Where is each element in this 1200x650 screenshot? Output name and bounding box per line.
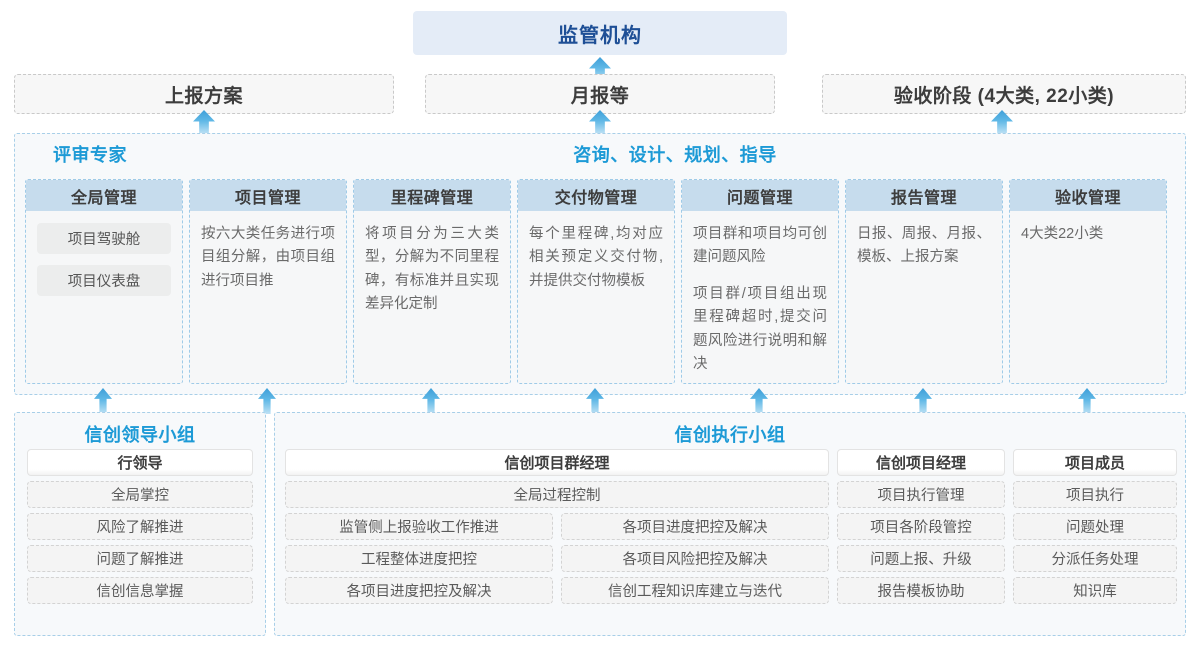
- task-item[interactable]: 各项目风险把控及解决: [561, 545, 829, 572]
- task-item[interactable]: 问题上报、升级: [837, 545, 1005, 572]
- module-body: 按六大类任务进行项目组分解，由项目组进行项目推: [190, 211, 346, 293]
- module-text: 将项目分为三大类型，分解为不同里程碑，有标准并且实现差异化定制: [365, 226, 499, 313]
- module-title: 验收管理: [1010, 180, 1166, 211]
- module-pill[interactable]: 项目仪表盘: [37, 265, 171, 296]
- task-item[interactable]: 项目各阶段管控: [837, 513, 1005, 540]
- module-text: 日报、周报、月报、模板、上报方案: [857, 226, 991, 266]
- module-title: 问题管理: [682, 180, 838, 211]
- module-body: 项目驾驶舱 项目仪表盘: [26, 211, 182, 296]
- report-box-acceptance: 验收阶段 (4大类, 22小类): [822, 74, 1186, 114]
- band-header-services: 咨询、设计、规划、指导: [573, 145, 777, 165]
- task-item-span[interactable]: 全局过程控制: [285, 481, 829, 508]
- report-box-plan: 上报方案: [14, 74, 394, 114]
- role-program-manager[interactable]: 信创项目群经理: [285, 449, 829, 476]
- execution-group-title: 信创执行小组: [674, 425, 786, 445]
- task-item[interactable]: 信创信息掌握: [27, 577, 253, 604]
- module-title: 项目管理: [190, 180, 346, 211]
- task-item[interactable]: 各项目进度把控及解决: [561, 513, 829, 540]
- task-item[interactable]: 项目执行: [1013, 481, 1177, 508]
- module-body: 日报、周报、月报、模板、上报方案: [846, 211, 1002, 270]
- module-body: 项目群和项目均可创建问题风险 项目群/项目组出现里程碑超时,提交问题风险进行说明…: [682, 211, 838, 377]
- module-text: 项目群和项目均可创建问题风险: [693, 226, 827, 266]
- task-item[interactable]: 问题了解推进: [27, 545, 253, 572]
- module-text: 4大类22小类: [1021, 226, 1104, 242]
- module-column-milestone[interactable]: 里程碑管理 将项目分为三大类型，分解为不同里程碑，有标准并且实现差异化定制: [353, 179, 511, 384]
- platform-band: 评审专家 咨询、设计、规划、指导 全局管理 项目驾驶舱 项目仪表盘 项目管理 按…: [14, 133, 1186, 395]
- execution-group-panel: 信创执行小组 信创项目群经理 全局过程控制 监管侧上报验收工作推进 工程整体进度…: [274, 412, 1186, 636]
- role-project-member[interactable]: 项目成员: [1013, 449, 1177, 476]
- task-item[interactable]: 信创工程知识库建立与迭代: [561, 577, 829, 604]
- role-project-manager[interactable]: 信创项目经理: [837, 449, 1005, 476]
- task-item[interactable]: 风险了解推进: [27, 513, 253, 540]
- module-title: 里程碑管理: [354, 180, 510, 211]
- role-leader[interactable]: 行领导: [27, 449, 253, 476]
- leading-group-panel: 信创领导小组 行领导 全局掌控 风险了解推进 问题了解推进 信创信息掌握: [14, 412, 266, 636]
- task-item[interactable]: 项目执行管理: [837, 481, 1005, 508]
- band-header-experts: 评审专家: [53, 145, 127, 165]
- module-pill[interactable]: 项目驾驶舱: [37, 223, 171, 254]
- task-item[interactable]: 知识库: [1013, 577, 1177, 604]
- task-item[interactable]: 监管侧上报验收工作推进: [285, 513, 553, 540]
- module-column-issue[interactable]: 问题管理 项目群和项目均可创建问题风险 项目群/项目组出现里程碑超时,提交问题风…: [681, 179, 839, 384]
- task-item[interactable]: 全局掌控: [27, 481, 253, 508]
- module-text: 每个里程碑,均对应相关预定义交付物,并提供交付物模板: [529, 226, 663, 289]
- task-item[interactable]: 分派任务处理: [1013, 545, 1177, 572]
- task-item[interactable]: 问题处理: [1013, 513, 1177, 540]
- module-column-global[interactable]: 全局管理 项目驾驶舱 项目仪表盘: [25, 179, 183, 384]
- report-box-monthly: 月报等: [425, 74, 775, 114]
- module-title: 报告管理: [846, 180, 1002, 211]
- regulator-box: 监管机构: [413, 11, 787, 55]
- module-title: 全局管理: [26, 180, 182, 211]
- leading-group-title: 信创领导小组: [84, 425, 196, 445]
- module-body: 每个里程碑,均对应相关预定义交付物,并提供交付物模板: [518, 211, 674, 293]
- task-item[interactable]: 工程整体进度把控: [285, 545, 553, 572]
- module-column-acceptance[interactable]: 验收管理 4大类22小类: [1009, 179, 1167, 384]
- module-column-project[interactable]: 项目管理 按六大类任务进行项目组分解，由项目组进行项目推: [189, 179, 347, 384]
- module-column-deliverable[interactable]: 交付物管理 每个里程碑,均对应相关预定义交付物,并提供交付物模板: [517, 179, 675, 384]
- module-text: 项目群/项目组出现里程碑超时,提交问题风险进行说明和解决: [693, 285, 827, 373]
- module-title: 交付物管理: [518, 180, 674, 211]
- task-item[interactable]: 各项目进度把控及解决: [285, 577, 553, 604]
- module-column-report[interactable]: 报告管理 日报、周报、月报、模板、上报方案: [845, 179, 1003, 384]
- task-item[interactable]: 报告模板协助: [837, 577, 1005, 604]
- module-body: 4大类22小类: [1010, 211, 1166, 246]
- module-text: 按六大类任务进行项目组分解，由项目组进行项目推: [201, 226, 335, 289]
- module-body: 将项目分为三大类型，分解为不同里程碑，有标准并且实现差异化定制: [354, 211, 510, 317]
